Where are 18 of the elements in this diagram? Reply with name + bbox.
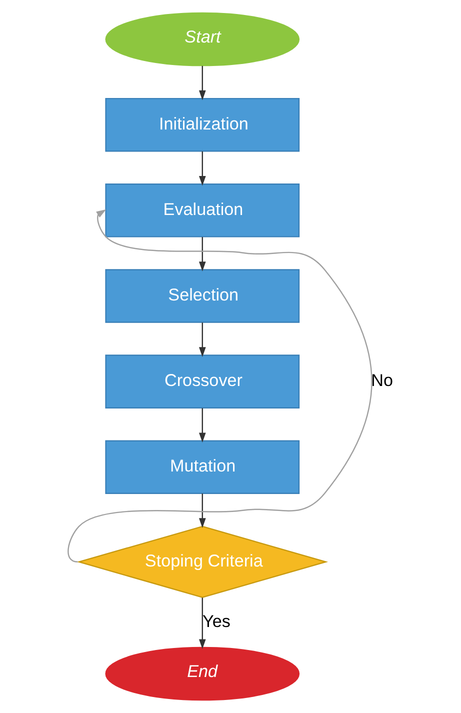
- arrow: [198, 322, 206, 357]
- arrow: [198, 151, 206, 186]
- node-box: Initialization: [105, 98, 300, 152]
- arrow: [198, 598, 206, 649]
- arrow: [198, 494, 206, 528]
- edge-label: Yes: [202, 612, 230, 631]
- node-box: Selection: [105, 269, 300, 323]
- arrow: [198, 408, 206, 443]
- node-box: Crossover: [105, 354, 300, 408]
- node-box: Mutation: [105, 440, 300, 494]
- node-ellipse: Start: [105, 12, 300, 66]
- arrow: [198, 237, 206, 272]
- edge-label: No: [371, 371, 394, 390]
- arrow: [198, 66, 206, 100]
- node-box: Evaluation: [105, 184, 300, 238]
- node-ellipse: End: [105, 646, 300, 701]
- node-diamond: Stoping Criteria: [76, 526, 328, 598]
- arrow: [68, 209, 372, 562]
